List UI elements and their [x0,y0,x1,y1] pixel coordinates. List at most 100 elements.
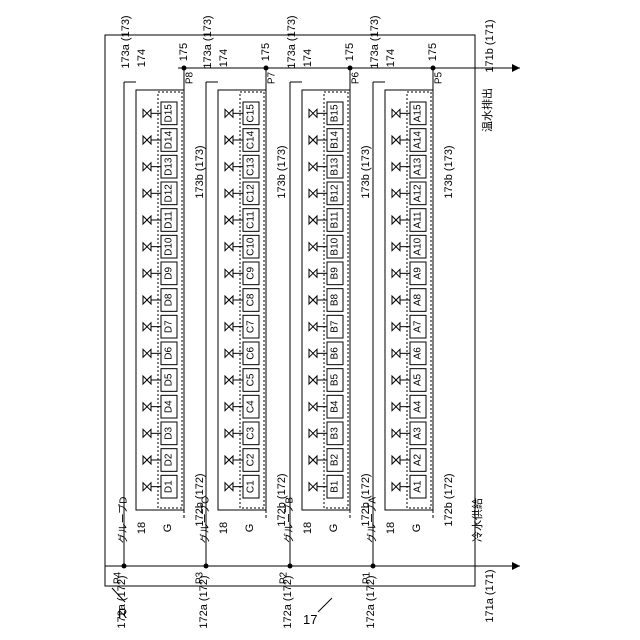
outlet-junction-point [182,66,187,71]
valve-icon [225,483,233,491]
group-tick-label: G [328,524,340,533]
exhaust-note: 温水排出 [480,88,494,132]
cell-label: C9 [246,267,257,280]
cell-label: C15 [246,104,257,123]
valve-icon [225,163,233,171]
inlet-branch-label: 173a (173) [120,15,132,68]
valve-icon [143,296,151,304]
valve-icon [309,296,317,304]
cell-ref-label: 18 [218,522,230,534]
valve-icon [392,403,400,411]
valve-icon [392,136,400,144]
valve-icon [392,109,400,117]
cell-label: D4 [164,400,175,413]
valve-icon [143,109,151,117]
inlet-pipe-label: 172a (172) [365,575,377,628]
exhaust-arrow-icon [512,64,520,72]
figure-ref-leader [318,598,332,612]
valve-icon [309,349,317,357]
cell-label: B8 [330,293,341,306]
head-ref-label: 175 [427,43,439,61]
cell-label: A11 [413,211,424,228]
region-label: R [118,606,127,621]
valve-icon [143,456,151,464]
cell-label: D8 [164,293,175,306]
cell-label: D6 [164,347,175,360]
valve-icon [392,323,400,331]
valve-icon [392,216,400,224]
group-tick-label: G [244,524,256,533]
group-tick-label: G [162,524,174,533]
group-name: グループA [366,497,379,543]
cell-label: C7 [246,320,257,333]
cell-label: B9 [330,267,341,280]
valve-icon [392,376,400,384]
valve-icon [309,483,317,491]
outlet-branch-label: 173b (173) [443,145,455,198]
group-tick-label: G [411,524,423,533]
cell-label: C3 [246,427,257,440]
inlet-junction-point [371,564,376,569]
cell-label: B4 [330,400,341,413]
cell-label: C10 [246,237,257,256]
inlet-branch-label: 173a (173) [286,15,298,68]
cell-label: D1 [164,480,175,493]
supply-arrow-icon [512,562,520,570]
outlet-point-label: P7 [267,71,278,84]
cell-label: A13 [413,157,424,175]
inlet-junction-point [204,564,209,569]
figure-ref-label: 17 [303,612,317,627]
cell-label: B14 [330,131,341,149]
inlet-junction-point [288,564,293,569]
head-ref-label: 175 [344,43,356,61]
valve-icon [392,456,400,464]
valve-icon [309,189,317,197]
valve-icon [309,243,317,251]
cell-label: A3 [413,427,424,440]
valve-icon [392,163,400,171]
cell-label: A4 [413,400,424,413]
cell-label: A5 [413,373,424,386]
valve-icon [392,296,400,304]
cell-label: A6 [413,347,424,360]
cell-label: A15 [413,104,424,122]
cell-label: A10 [413,237,424,255]
cell-label: C12 [246,184,257,203]
cell-label: A8 [413,293,424,306]
valve-icon [309,456,317,464]
supply-note: 冷水供給 [470,498,484,542]
outlet-junction-point [431,66,436,71]
valve-icon [309,403,317,411]
cell-ref-label: 18 [302,522,314,534]
valve-icon [225,269,233,277]
group-name: グループB [283,497,296,543]
head-ref-label: 175 [260,43,272,61]
valve-icon [309,269,317,277]
valve-icon [309,429,317,437]
cell-label: C6 [246,347,257,360]
valve-ref-label: 174 [136,49,148,67]
cell-label: B10 [330,237,341,255]
cell-label: D10 [164,237,175,256]
outlet-point-label: P6 [351,71,362,84]
cell-label: D12 [164,184,175,203]
valve-ref-label: 174 [385,49,397,67]
cell-label: A2 [413,453,424,466]
head-ref-label: 175 [178,43,190,61]
inlet-branch-label: 173a (173) [202,15,214,68]
cell-label: D3 [164,427,175,440]
outlet-junction-point [348,66,353,71]
valve-icon [225,429,233,437]
cell-label: C1 [246,480,257,493]
cell-label: D7 [164,320,175,333]
cell-label: D14 [164,130,175,149]
cell-label: D9 [164,267,175,280]
valve-icon [309,163,317,171]
valve-icon [309,109,317,117]
supply-pipe-label: 171a (171) [484,569,496,622]
cell-label: A9 [413,267,424,280]
outlet-branch-label: 173b (173) [360,145,372,198]
exhaust-pipe-label: 171b (171) [484,19,496,72]
valve-icon [392,349,400,357]
